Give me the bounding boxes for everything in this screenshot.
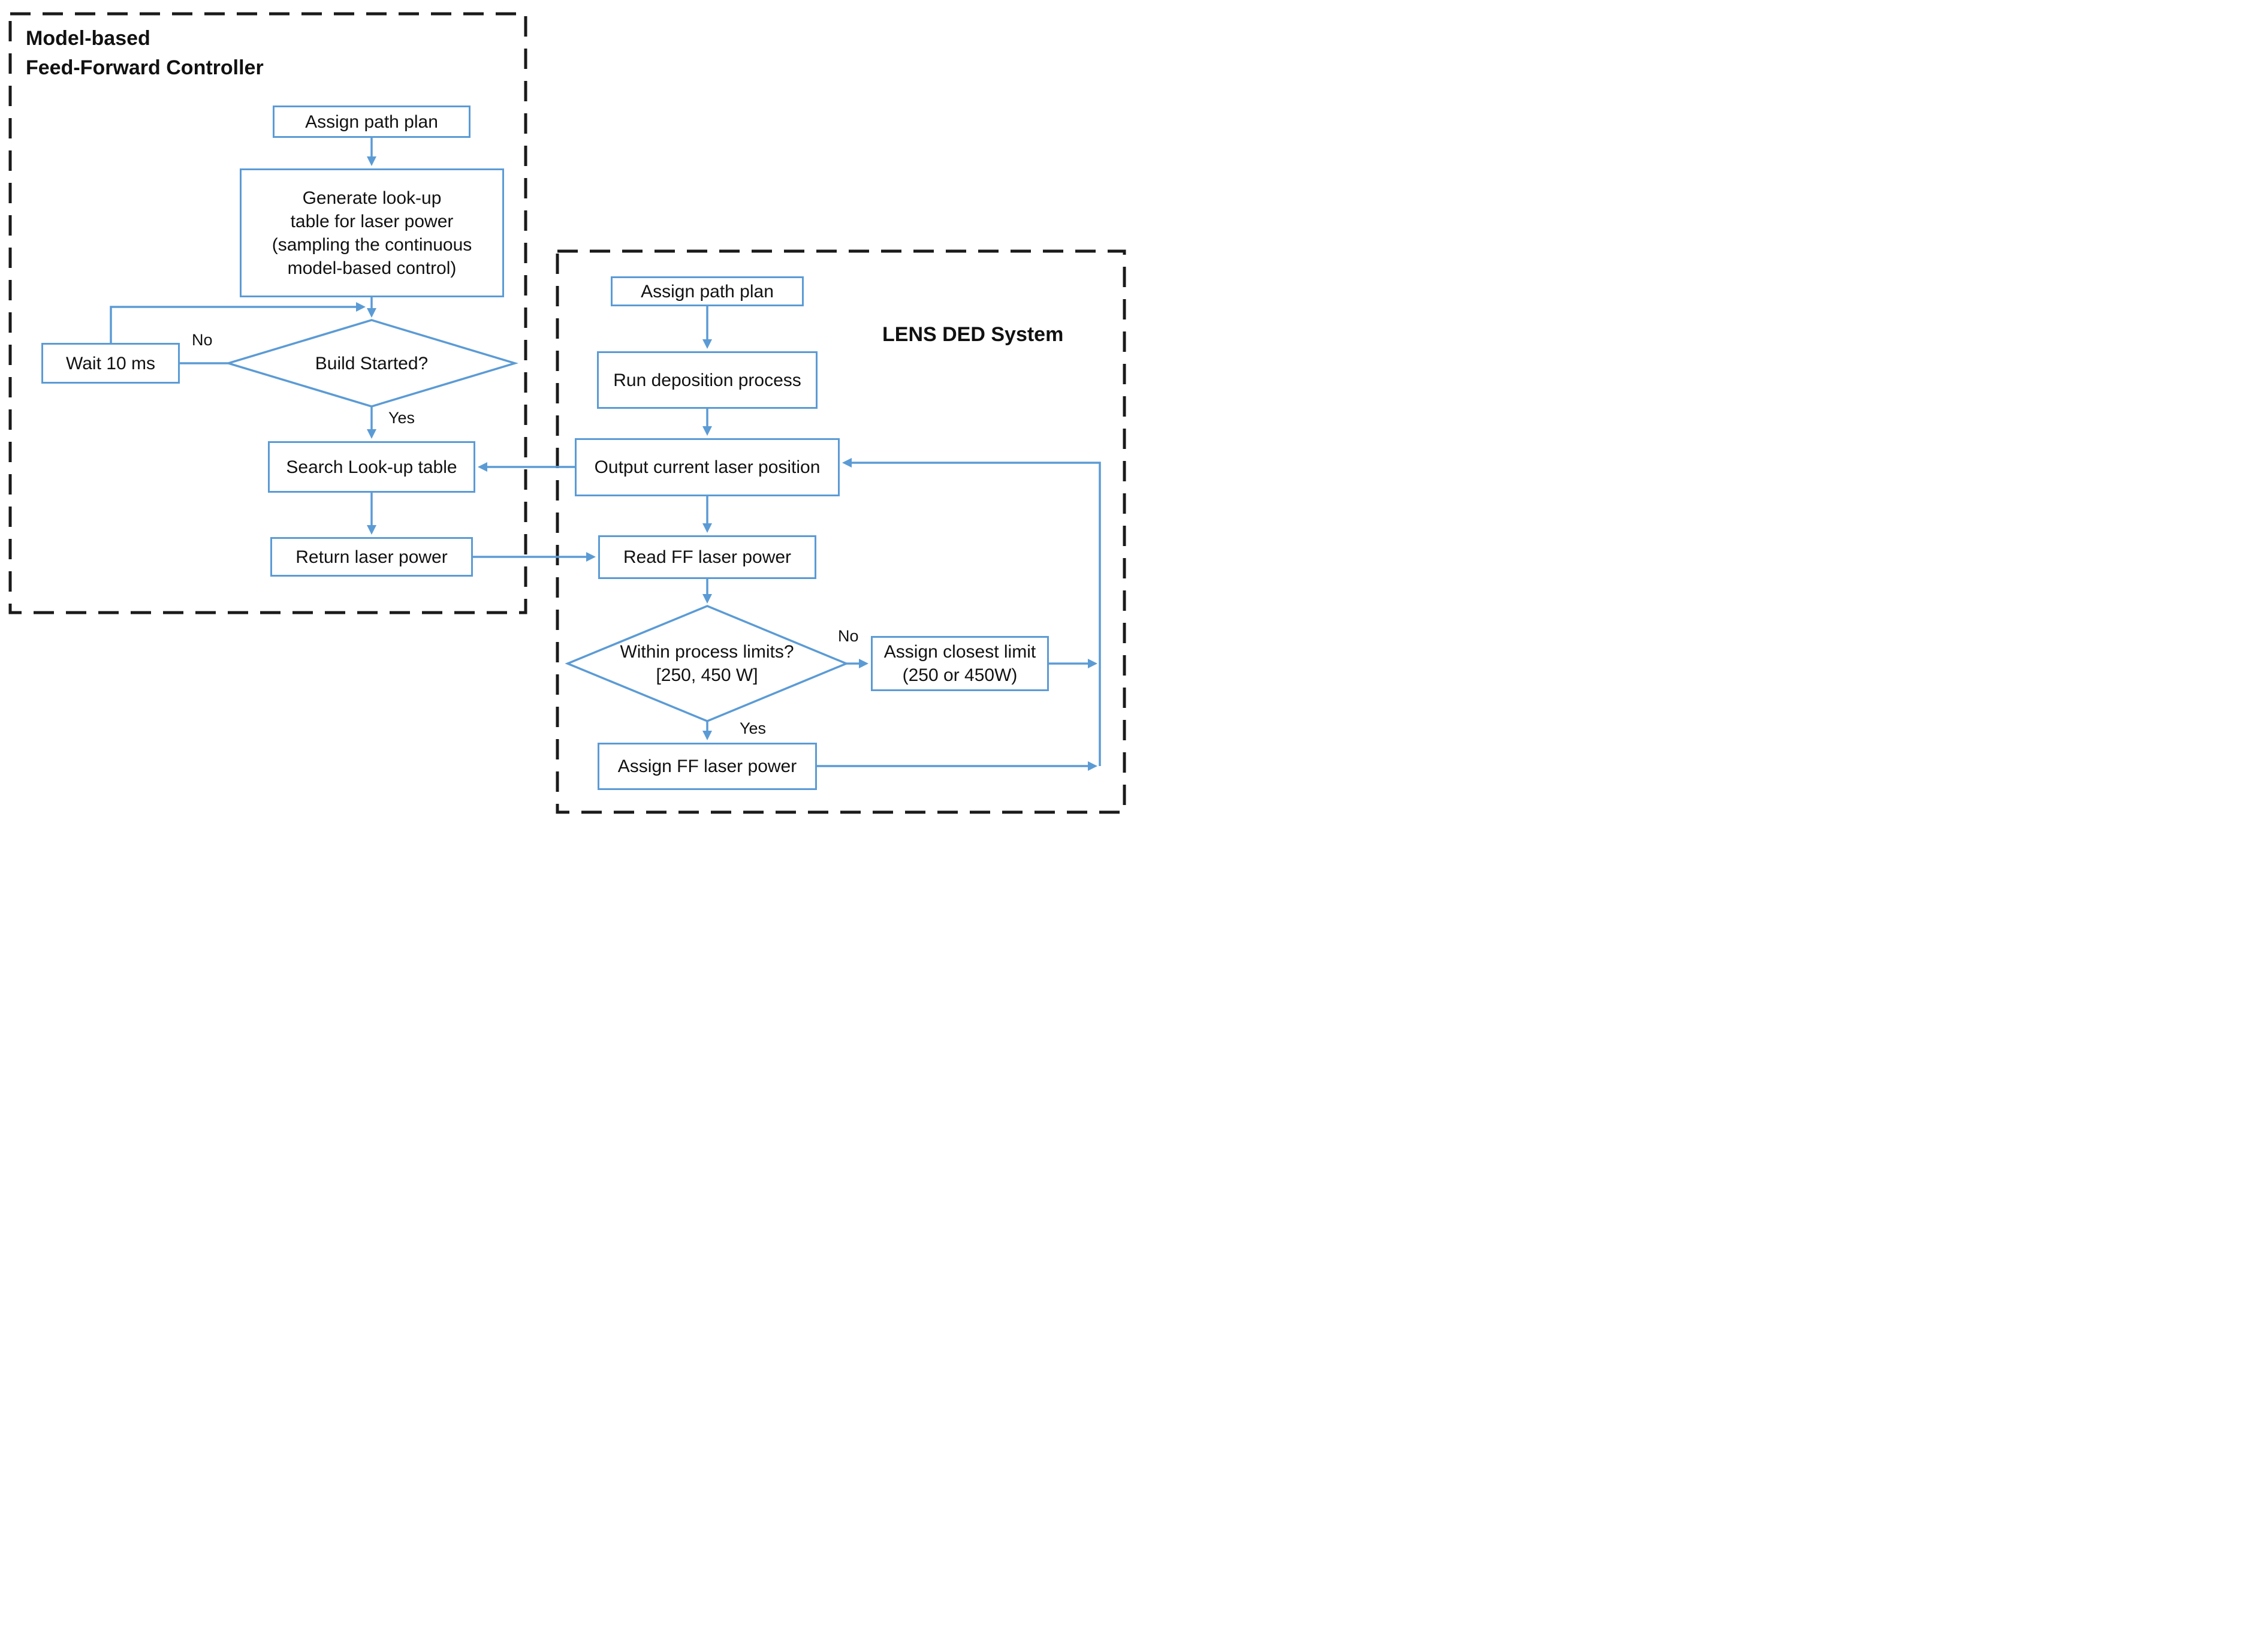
decision-build-started-shape <box>224 319 519 408</box>
node-assign-ff-laser-power: Assign FF laser power <box>598 743 817 790</box>
node-search-lookup-table: Search Look-up table <box>268 441 475 493</box>
arrow-wait-loop-back <box>110 302 366 343</box>
flowchart-canvas: Model-based Feed-Forward Controller LENS… <box>0 0 1134 826</box>
node-generate-lookup-table: Generate look-up table for laser power (… <box>240 168 504 297</box>
node-assign-closest-limit: Assign closest limit (250 or 450W) <box>871 636 1049 691</box>
node-run-deposition-process: Run deposition process <box>597 351 818 409</box>
decision-within-limits-label: Within process limits? [250, 450 W] <box>620 642 794 685</box>
node-return-laser-power: Return laser power <box>270 537 473 577</box>
node-assign-path-plan-right: Assign path plan <box>611 276 804 306</box>
node-read-ff-laser-power: Read FF laser power <box>598 535 816 579</box>
edge-label-no-left: No <box>192 331 213 349</box>
left-panel-title: Model-based Feed-Forward Controller <box>26 27 264 80</box>
node-wait-10ms: Wait 10 ms <box>41 343 180 384</box>
right-panel-title: LENS DED System <box>882 323 1064 346</box>
arrow-feedback-to-output <box>842 457 1101 766</box>
panel-lens-ded-system-border <box>556 249 1126 814</box>
decision-build-started-label: Build Started? <box>315 353 429 373</box>
node-output-current-laser-position: Output current laser position <box>575 438 840 496</box>
flowchart-wires <box>8 12 1126 814</box>
panel-feed-forward-controller-border <box>8 12 527 614</box>
node-assign-path-plan-left: Assign path plan <box>273 105 471 138</box>
edge-label-no-right: No <box>838 627 859 645</box>
edge-label-yes-right: Yes <box>740 719 767 737</box>
edge-label-yes-left: Yes <box>388 409 415 427</box>
